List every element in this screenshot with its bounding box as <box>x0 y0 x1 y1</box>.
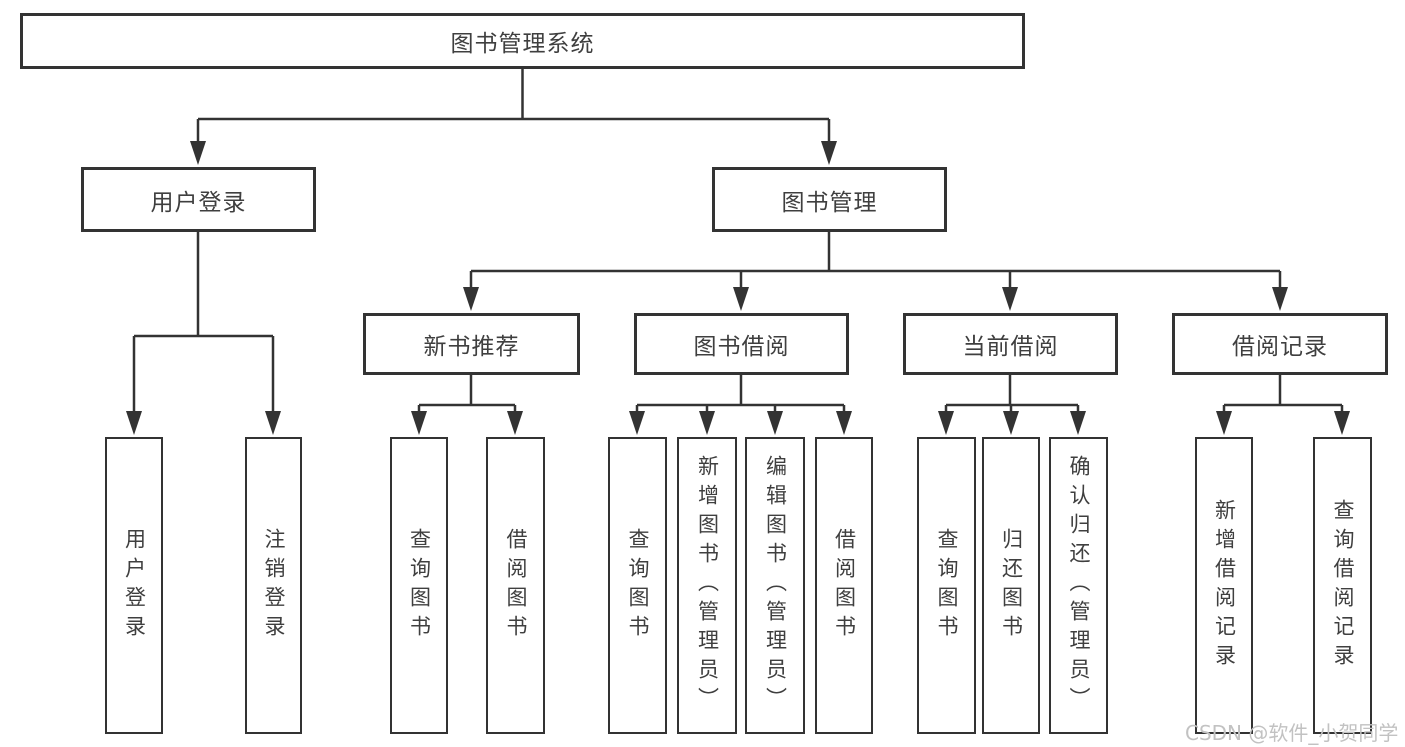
leaf-user-login-label: 用户登录 <box>122 527 147 644</box>
leaf-add-borrow-record-label: 新增借阅记录 <box>1212 498 1237 673</box>
arrowhead-icon <box>1070 411 1086 435</box>
leaf-add-borrow-record: 新增借阅记录 <box>1195 437 1253 734</box>
leaf-add-book-admin: 新增图书（管理员） <box>677 437 737 734</box>
leaf-borrow-books-recommend-label: 借阅图书 <box>504 527 528 644</box>
leaf-logout-login: 注销登录 <box>245 437 302 734</box>
leaf-return-books: 归还图书 <box>982 437 1040 734</box>
leaf-edit-book-admin-label: 编辑图书（管理员） <box>763 455 788 716</box>
arrowhead-icon <box>463 287 479 311</box>
arrowhead-icon <box>411 411 427 435</box>
node-book-management-label: 图书管理 <box>781 189 878 216</box>
arrowhead-icon <box>190 141 206 165</box>
arrowhead-icon <box>821 141 837 165</box>
node-library-system: 图书管理系统 <box>20 13 1025 69</box>
arrowhead-icon <box>733 287 749 311</box>
leaf-user-login: 用户登录 <box>105 437 163 734</box>
leaf-add-book-admin-label: 新增图书（管理员） <box>695 455 720 716</box>
node-new-book-recommendation: 新书推荐 <box>363 313 580 375</box>
connector-path <box>132 69 1344 413</box>
node-new-book-recommendation-label: 新书推荐 <box>423 334 520 360</box>
leaf-query-books-recommend: 查询图书 <box>390 437 448 734</box>
node-book-borrowing-label: 图书借阅 <box>693 334 790 360</box>
node-book-borrowing: 图书借阅 <box>634 313 849 375</box>
arrowhead-icon <box>1002 287 1018 311</box>
arrowhead-icon <box>1216 411 1232 435</box>
leaf-confirm-return-admin-label: 确认归还（管理员） <box>1067 455 1091 716</box>
leaf-confirm-return-admin: 确认归还（管理员） <box>1049 437 1108 734</box>
leaf-query-books-recommend-label: 查询图书 <box>407 527 432 644</box>
leaf-borrow-books-recommend: 借阅图书 <box>486 437 545 734</box>
node-current-borrowing: 当前借阅 <box>903 313 1118 375</box>
arrowhead-icon <box>699 411 715 435</box>
leaf-borrow-books-borrowing-label: 借阅图书 <box>832 527 857 644</box>
leaf-return-books-label: 归还图书 <box>999 527 1024 644</box>
leaf-borrow-books-borrowing: 借阅图书 <box>815 437 873 734</box>
arrowhead-icon <box>1334 411 1350 435</box>
leaf-query-books-borrowing-label: 查询图书 <box>626 527 650 644</box>
arrowhead-icon <box>767 411 783 435</box>
node-library-system-label: 图书管理系统 <box>450 31 595 57</box>
arrowhead-icon <box>1003 411 1019 435</box>
node-book-management: 图书管理 <box>712 167 947 232</box>
node-user-login-label: 用户登录 <box>150 189 247 216</box>
node-current-borrowing-label: 当前借阅 <box>962 334 1059 360</box>
arrowhead-icon <box>629 411 645 435</box>
leaf-logout-login-label: 注销登录 <box>262 527 286 644</box>
leaf-query-borrow-record-label: 查询借阅记录 <box>1331 498 1355 673</box>
node-user-login: 用户登录 <box>81 167 316 232</box>
node-borrowing-records: 借阅记录 <box>1172 313 1388 375</box>
arrowhead-icon <box>126 411 142 435</box>
csdn-watermark: CSDN @软件_小贺同学 <box>1185 721 1399 745</box>
leaf-query-books-current: 查询图书 <box>917 437 976 734</box>
node-borrowing-records-label: 借阅记录 <box>1232 334 1328 360</box>
arrowhead-icon <box>836 411 852 435</box>
arrowhead-icon <box>265 411 281 435</box>
leaf-edit-book-admin: 编辑图书（管理员） <box>745 437 805 734</box>
arrowhead-icon <box>1272 287 1288 311</box>
leaf-query-borrow-record: 查询借阅记录 <box>1313 437 1372 734</box>
leaf-query-books-borrowing: 查询图书 <box>608 437 667 734</box>
arrowhead-icon <box>938 411 954 435</box>
arrowhead-icon <box>507 411 523 435</box>
leaf-query-books-current-label: 查询图书 <box>935 527 959 644</box>
